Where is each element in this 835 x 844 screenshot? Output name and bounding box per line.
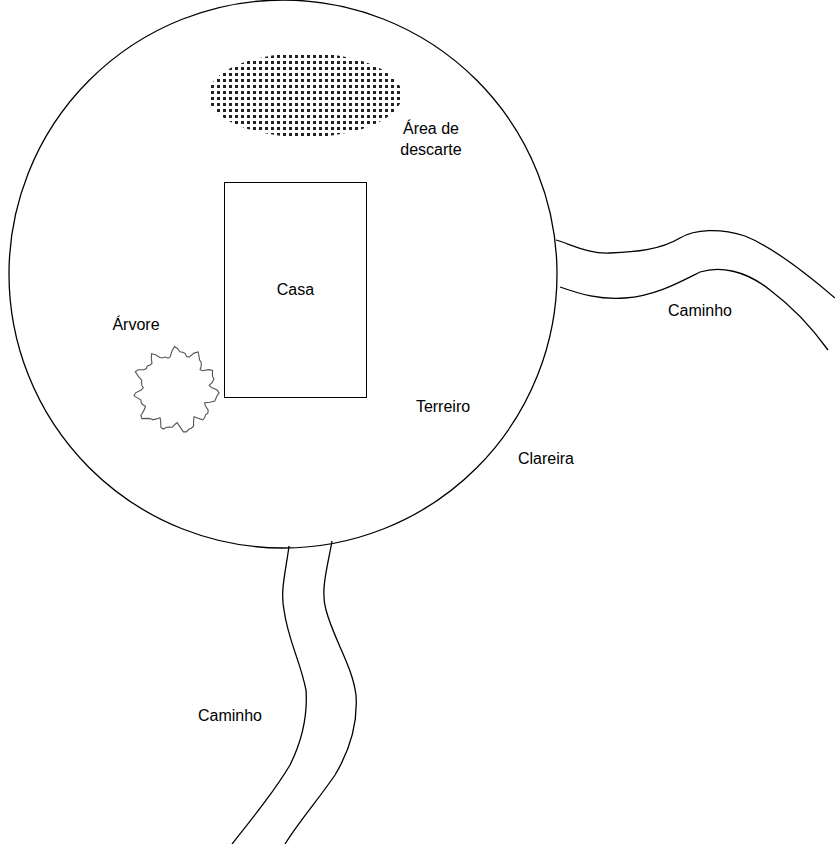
- area-label: Área de descarte: [391, 119, 471, 161]
- house-box: Casa: [224, 182, 367, 398]
- path-edge: [232, 546, 306, 844]
- path-label: Caminho: [198, 706, 262, 727]
- discard-area: [208, 53, 402, 137]
- tree-label: Árvore: [112, 315, 159, 336]
- paths: [232, 231, 835, 844]
- path-edge: [285, 541, 356, 844]
- path-edge: [560, 269, 828, 350]
- path-label: Caminho: [668, 301, 732, 322]
- yard-label: Terreiro: [416, 397, 470, 418]
- house-label: Casa: [277, 281, 314, 299]
- tree-symbol: [134, 347, 219, 432]
- clearing-outline: [9, 0, 557, 548]
- clearing-label: Clareira: [518, 449, 574, 470]
- path-edge: [556, 231, 835, 298]
